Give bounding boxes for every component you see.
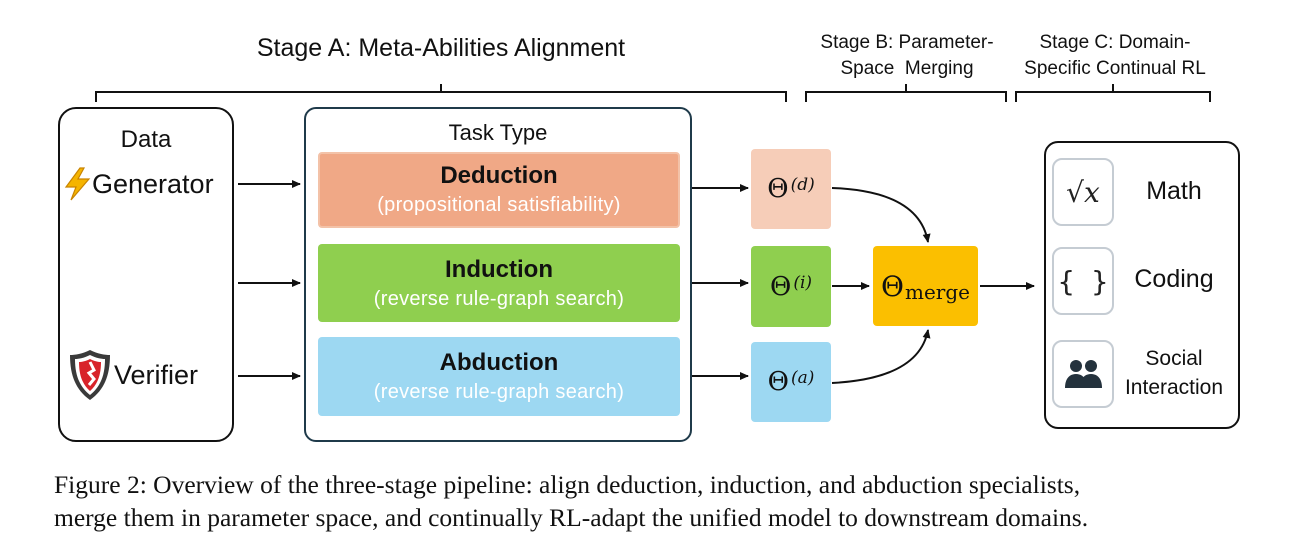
theta-merge-subscript: merge <box>904 280 970 304</box>
stage-c-line1: Stage C: Domain- <box>1039 32 1191 53</box>
stage-b-line2: Space Merging <box>840 58 974 79</box>
theta-a-box: Θ(a) <box>751 342 831 422</box>
task-induction-desc: (reverse rule-graph search) <box>373 288 625 310</box>
verifier-label: Verifier <box>114 359 199 390</box>
stage-c-label: Stage C: Domain- Specific Continual RL <box>1010 30 1220 82</box>
task-induction: Induction (reverse rule-graph search) <box>318 244 680 322</box>
sqrt-x-glyph: √x <box>1066 175 1100 209</box>
caption-line1: Figure 2: Overview of the three-stage pi… <box>54 470 1081 499</box>
theta-d-superscript: (d) <box>790 175 815 195</box>
task-induction-name: Induction <box>445 256 553 283</box>
theta-i-box: Θ(i) <box>751 246 831 327</box>
domain-math-label: Math <box>1146 177 1202 205</box>
stage-a-label: Stage A: Meta-Abilities Alignment <box>256 34 626 62</box>
theta-a-superscript: (a) <box>790 368 815 388</box>
caption-line2: merge them in parameter space, and conti… <box>54 503 1089 532</box>
arrow-theta-d-merge <box>831 187 931 243</box>
generator-label: Generator <box>92 168 214 199</box>
stage-a-bracket <box>95 84 787 102</box>
braces-icon: { } <box>1052 247 1114 315</box>
stage-c-bracket <box>1015 84 1211 102</box>
theta-i-symbol: Θ <box>769 271 792 302</box>
task-deduction-desc: (propositional satisfiability) <box>377 194 621 216</box>
task-type-title: Task Type <box>448 120 548 145</box>
stage-b-bracket <box>805 84 1007 102</box>
theta-d-box: Θ(d) <box>751 149 831 229</box>
domain-social-label: Social Interaction <box>1112 344 1236 402</box>
people-icon <box>1052 340 1114 408</box>
generator-row: Generator <box>62 166 214 202</box>
task-deduction: Deduction (propositional satisfiability) <box>318 152 680 228</box>
figure-caption: Figure 2: Overview of the three-stage pi… <box>54 468 1254 534</box>
lightning-icon <box>62 167 92 201</box>
theta-a-symbol: Θ <box>767 367 789 397</box>
theta-d-symbol: Θ <box>767 174 789 204</box>
stage-b-line1: Stage B: Parameter- <box>820 32 994 53</box>
braces-glyph: { } <box>1057 264 1109 298</box>
shield-icon <box>68 348 112 402</box>
stage-c-line2: Specific Continual RL <box>1024 58 1206 79</box>
arrow-theta-a-merge <box>831 329 931 384</box>
stage-b-label: Stage B: Parameter- Space Merging <box>800 30 1014 82</box>
theta-i-superscript: (i) <box>793 272 813 293</box>
sqrt-x-icon: √x <box>1052 158 1114 226</box>
verifier-row: Verifier <box>68 348 198 402</box>
data-title: Data <box>120 126 172 153</box>
theta-merge-symbol: Θ <box>881 269 904 303</box>
domain-social-line2: Interaction <box>1124 376 1224 399</box>
task-deduction-name: Deduction <box>440 162 558 189</box>
domain-social-line1: Social <box>1145 347 1203 370</box>
task-abduction: Abduction (reverse rule-graph search) <box>318 337 680 416</box>
task-abduction-desc: (reverse rule-graph search) <box>373 381 625 403</box>
task-abduction-name: Abduction <box>439 349 559 376</box>
domain-coding-label: Coding <box>1134 265 1214 293</box>
